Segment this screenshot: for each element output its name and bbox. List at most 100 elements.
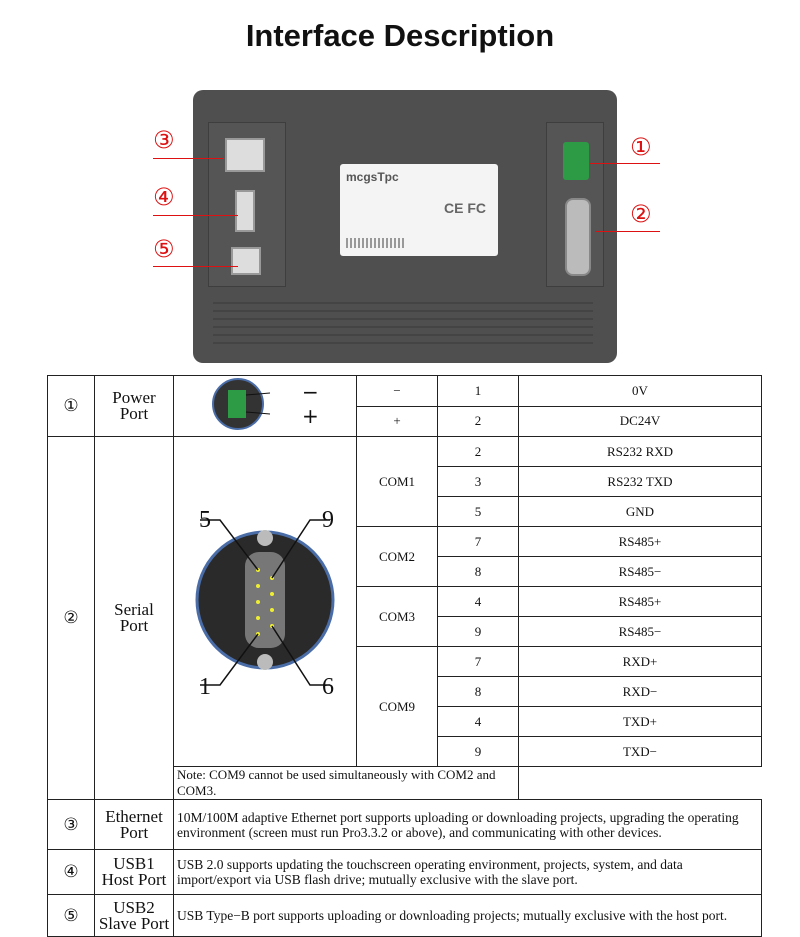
pin: 2 xyxy=(437,405,519,437)
port-name: Serial Port xyxy=(94,436,174,800)
row-number: ① xyxy=(47,375,95,437)
serial-port-image: 5 9 1 6 xyxy=(173,436,357,767)
signal: RS485− xyxy=(518,616,762,647)
row-number: ② xyxy=(47,436,95,800)
callout-4: ④ xyxy=(153,183,175,211)
pin: 5 xyxy=(437,496,519,527)
callout-2: ② xyxy=(630,200,652,228)
signal: TXD+ xyxy=(518,706,762,737)
barcode xyxy=(346,238,406,248)
pin: 1 xyxy=(437,375,519,407)
minus-label: − xyxy=(302,380,319,404)
pin: 4 xyxy=(437,706,519,737)
signal: RS485+ xyxy=(518,586,762,617)
serial-note: Note: COM9 cannot be used simultaneously… xyxy=(173,766,519,800)
signal: 0V xyxy=(518,375,762,407)
signal: RS232 RXD xyxy=(518,436,762,467)
vent-grille xyxy=(213,300,593,350)
pin: 4 xyxy=(437,586,519,617)
cert-marks: CE FC xyxy=(444,200,486,216)
pin-label: 6 xyxy=(322,674,334,700)
callout-line xyxy=(590,163,660,164)
port-name-line1: USB2 xyxy=(113,897,155,917)
pin: 9 xyxy=(437,616,519,647)
pin: 8 xyxy=(437,556,519,587)
logo: mcgsTpc xyxy=(346,170,399,184)
pin-label: 5 xyxy=(199,507,211,533)
pin: 8 xyxy=(437,676,519,707)
port-description: 10M/100M adaptive Ethernet port supports… xyxy=(173,799,762,850)
power-terminal-image: − + xyxy=(173,375,357,437)
callout-line xyxy=(595,231,660,232)
com-label: COM3 xyxy=(356,586,438,647)
pin: 7 xyxy=(437,646,519,677)
callout-3: ③ xyxy=(153,126,175,154)
device-label: mcgsTpc CE FC xyxy=(340,164,498,256)
port-name: Power Port xyxy=(94,375,174,437)
callout-line xyxy=(153,215,238,216)
signal: RS232 TXD xyxy=(518,466,762,497)
table-row: ① Power Port − + − 1 0V xyxy=(47,375,762,437)
port-name-line2: Host Port xyxy=(101,870,167,889)
callout-1: ① xyxy=(630,133,652,161)
port-name-line2: Slave Port xyxy=(98,913,170,933)
pin-label: 9 xyxy=(322,507,334,533)
signal: RS485− xyxy=(518,556,762,587)
pin: 7 xyxy=(437,526,519,557)
port-name-line1: Ethernet xyxy=(105,806,163,826)
signal: RXD− xyxy=(518,676,762,707)
com-label: COM9 xyxy=(356,646,438,767)
port-description: USB 2.0 supports updating the touchscree… xyxy=(173,849,762,895)
pin: 9 xyxy=(437,736,519,767)
callout-5: ⑤ xyxy=(153,235,175,263)
port-name-line2: Port xyxy=(119,822,149,842)
pin: 2 xyxy=(437,436,519,467)
power-terminal-icon xyxy=(563,142,589,180)
port-description: USB Type−B port supports uploading or do… xyxy=(173,894,762,937)
signal: DC24V xyxy=(518,405,762,437)
row-number: ④ xyxy=(47,849,95,895)
usb-a-port-icon xyxy=(235,190,255,232)
plus-label: + xyxy=(302,404,319,428)
row-number: ⑤ xyxy=(47,894,95,937)
signal: RS485+ xyxy=(518,526,762,557)
row-number: ③ xyxy=(47,799,95,850)
com-label: COM2 xyxy=(356,526,438,587)
pin-label: 1 xyxy=(199,674,211,700)
callout-line xyxy=(153,266,238,267)
com-label: COM1 xyxy=(356,436,438,527)
power-terminal-icon xyxy=(212,378,271,430)
signal: GND xyxy=(518,496,762,527)
db9-connector-icon xyxy=(195,518,335,686)
table-row: Note: COM9 cannot be used simultaneously… xyxy=(48,766,762,800)
db9-port-icon xyxy=(565,198,591,276)
polarity: − xyxy=(356,375,438,407)
ethernet-port-icon xyxy=(225,138,265,172)
device-back-image: mcgsTpc CE FC xyxy=(193,90,617,363)
port-name-line1: USB1 xyxy=(113,854,155,873)
callout-line xyxy=(153,158,223,159)
signal: TXD− xyxy=(518,736,762,767)
signal: RXD+ xyxy=(518,646,762,677)
page-title: Interface Description xyxy=(245,18,555,53)
polarity: + xyxy=(356,405,438,437)
